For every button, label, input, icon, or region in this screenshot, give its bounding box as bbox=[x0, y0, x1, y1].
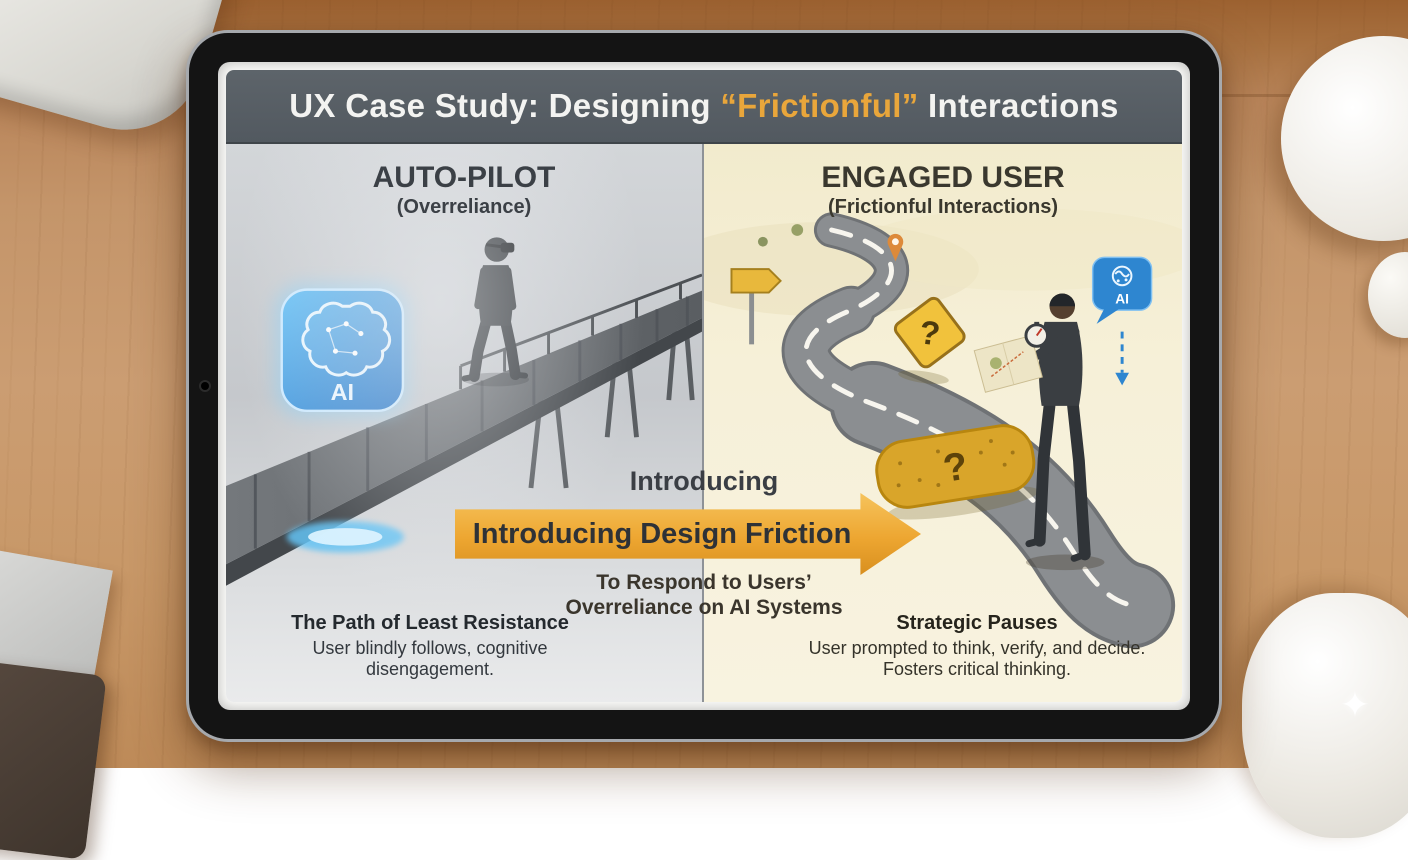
ai-icon: AI bbox=[275, 283, 410, 418]
caption-line: User blindly follows, cognitive bbox=[275, 638, 585, 659]
title-prefix: UX Case Study: Designing bbox=[289, 87, 720, 124]
arrow-label: Introducing Design Friction bbox=[473, 518, 852, 551]
dark-notebook-corner bbox=[0, 659, 107, 860]
sublabel-line1: To Respond to Users’ bbox=[226, 570, 1182, 595]
auto-pilot-subtitle: (Overreliance) bbox=[226, 197, 702, 218]
tablet-screen: UX Case Study: Designing “Frictionful” I… bbox=[218, 62, 1190, 710]
engaged-user-heading: ENGAGED USER (Frictionful Interactions) bbox=[704, 162, 1182, 218]
caption-line: disengagement. bbox=[275, 659, 585, 680]
engaged-user-subtitle: (Frictionful Interactions) bbox=[704, 197, 1182, 218]
brain-icon bbox=[303, 303, 390, 375]
title-highlight: “Frictionful” bbox=[720, 87, 918, 124]
caption-line: User prompted to think, verify, and deci… bbox=[747, 638, 1182, 659]
infographic: UX Case Study: Designing “Frictionful” I… bbox=[226, 70, 1182, 702]
sparkle-icon: ✦ bbox=[1340, 684, 1370, 726]
engaged-user-title: ENGAGED USER bbox=[704, 162, 1182, 194]
auto-pilot-title: AUTO-PILOT bbox=[226, 162, 702, 194]
white-mouse bbox=[1242, 593, 1408, 838]
bubble-ai-label: AI bbox=[1115, 291, 1129, 306]
tablet-device: UX Case Study: Designing “Frictionful” I… bbox=[186, 30, 1222, 742]
title-suffix: Interactions bbox=[919, 87, 1119, 124]
auto-pilot-caption: The Path of Least Resistance User blindl… bbox=[275, 612, 585, 680]
engaged-user-caption: Strategic Pauses User prompted to think,… bbox=[747, 612, 1182, 680]
sublabel-line2: Overreliance on AI Systems bbox=[226, 595, 1182, 620]
page-title: UX Case Study: Designing “Frictionful” I… bbox=[289, 87, 1118, 125]
floor-glow bbox=[287, 521, 404, 552]
tablet-camera-icon bbox=[201, 382, 209, 390]
desk-background: ✦ UX Case Study: Designing “Frictionful”… bbox=[0, 0, 1408, 768]
auto-pilot-person bbox=[463, 237, 529, 386]
auto-pilot-heading: AUTO-PILOT (Overreliance) bbox=[226, 162, 702, 218]
ai-icon-label: AI bbox=[331, 379, 354, 405]
introducing-label: Introducing bbox=[226, 466, 1182, 497]
caption-line: Fosters critical thinking. bbox=[747, 659, 1182, 680]
infographic-header: UX Case Study: Designing “Frictionful” I… bbox=[226, 70, 1182, 144]
arrow-sublabel: To Respond to Users’ Overreliance on AI … bbox=[226, 570, 1182, 620]
ai-chat-bubble: AI bbox=[1093, 257, 1152, 385]
hair bbox=[1049, 294, 1075, 307]
